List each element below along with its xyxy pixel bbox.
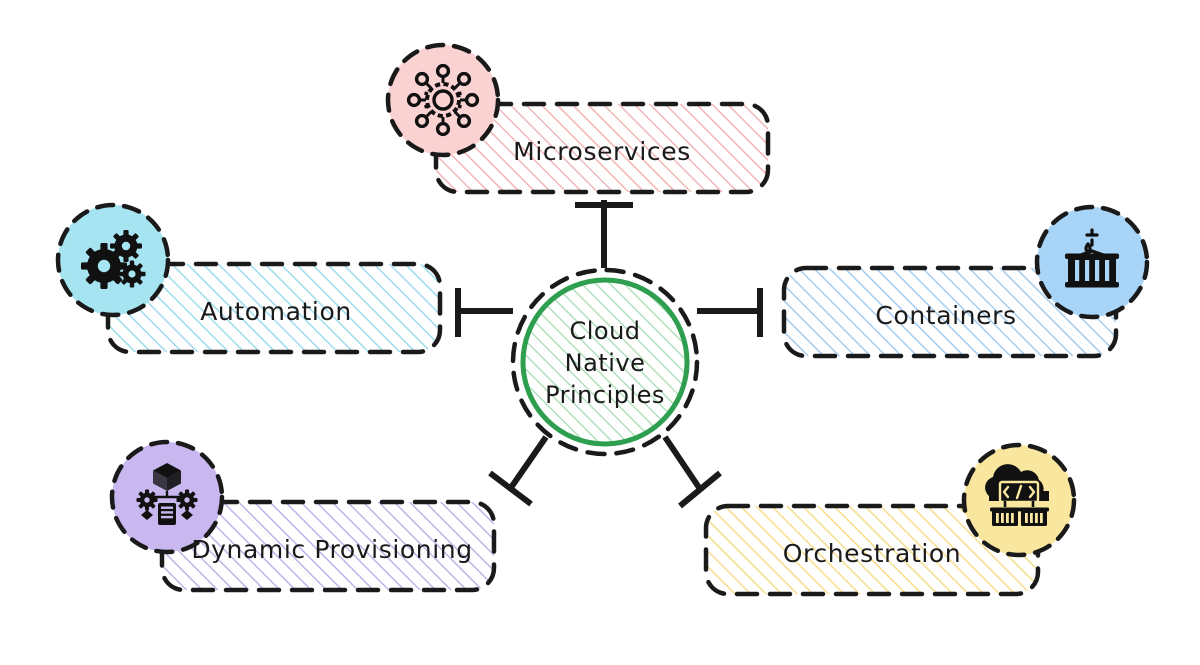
- containers-label: Containers: [875, 301, 1016, 330]
- center-circle[interactable]: [520, 277, 690, 447]
- cloud-code-containers-icon: [985, 464, 1049, 526]
- connector-microservices: [575, 200, 633, 268]
- connector-containers: [697, 288, 763, 337]
- node-orchestration[interactable]: Orchestration: [703, 442, 1077, 597]
- microservices-hub-gear-icon: [406, 63, 480, 137]
- shipping-container-crane-icon: [1065, 228, 1119, 288]
- orchestration-label: Orchestration: [783, 539, 962, 568]
- microservices-label: Microservices: [513, 137, 691, 166]
- dynamic-provisioning-label: Dynamic Provisioning: [191, 535, 472, 564]
- center-hub[interactable]: Cloud Native Principles: [510, 267, 700, 457]
- connector-dynamic-provisioning: [488, 435, 549, 507]
- three-gears-icon: [81, 230, 146, 289]
- node-microservices[interactable]: Microservices: [385, 42, 771, 195]
- node-automation[interactable]: Automation: [55, 202, 443, 355]
- cube-gears-server-icon: [136, 463, 198, 525]
- center-label-line-2: Native: [565, 349, 646, 377]
- automation-label: Automation: [200, 297, 352, 326]
- connectors: [455, 200, 763, 509]
- node-dynamic-provisioning[interactable]: Dynamic Provisioning: [109, 439, 497, 593]
- connector-orchestration: [662, 435, 722, 509]
- connector-automation: [455, 288, 513, 337]
- microservices-circle[interactable]: [385, 42, 501, 158]
- node-containers[interactable]: Containers: [781, 204, 1150, 359]
- center-label-line-1: Cloud: [569, 317, 640, 345]
- center-label-line-3: Principles: [545, 381, 665, 409]
